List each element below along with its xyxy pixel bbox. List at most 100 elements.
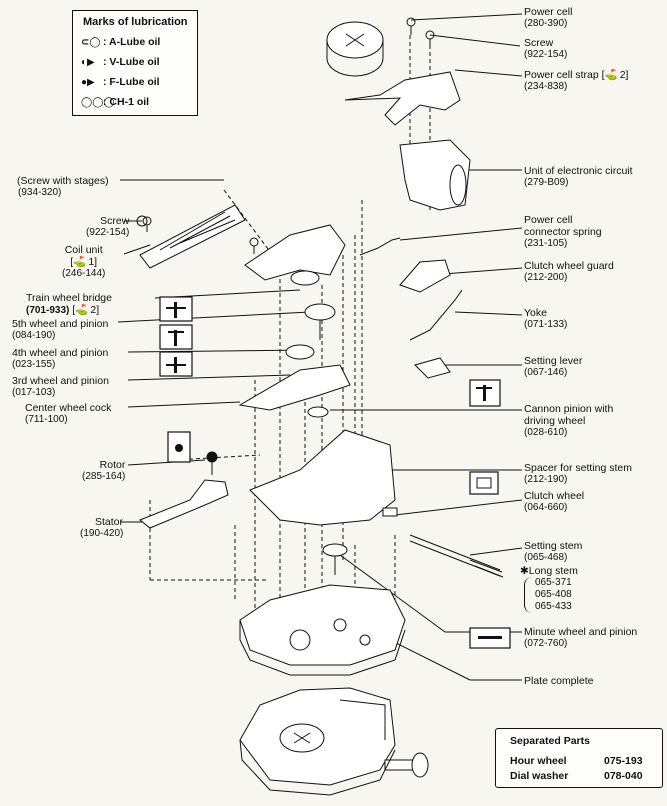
part-label-train-wheel-bridge: Train wheel bridge (701-933) [⛳ 2] xyxy=(26,292,112,317)
part-name: 4th wheel and pinion xyxy=(12,347,109,359)
part-label-yoke: Yoke (071-133) xyxy=(524,307,567,331)
part-name: Setting lever xyxy=(524,355,583,367)
part-label-cannon-pinion: Cannon pinion with driving wheel (028-61… xyxy=(524,403,613,439)
separated-row-name: Dial washer xyxy=(510,770,569,782)
legend-row-ch1: ◯◯◯: CH-1 oil xyxy=(81,96,149,108)
part-label-screw-with-stages: (Screw with stages) (934-320) xyxy=(4,175,109,199)
legend-title: Marks of lubrication xyxy=(83,16,188,28)
part-name: Spacer for setting stem xyxy=(524,462,632,474)
part-code: (028-610) xyxy=(524,427,568,438)
clutch-wheel-drawing xyxy=(382,507,398,517)
third-wheel-drawing xyxy=(285,344,315,360)
legend-label: : F-Lube oil xyxy=(103,76,160,88)
yoke-drawing xyxy=(409,289,463,341)
part-label-rotor: Rotor (285-164) xyxy=(82,459,125,483)
part-code: 065-408 xyxy=(535,589,572,600)
part-name: 5th wheel and pinion xyxy=(12,318,109,330)
part-label-center-wheel-cock: Center wheel cock (711-100) xyxy=(25,402,111,426)
part-name: Clutch wheel xyxy=(524,490,585,502)
part-label-clutch-wheel-guard: Clutch wheel guard (212-200) xyxy=(524,260,614,284)
rotor-drawing xyxy=(206,451,218,475)
part-label-minute-wheel: Minute wheel and pinion (072-760) xyxy=(524,626,637,650)
legend-label: : CH-1 oil xyxy=(103,96,150,108)
part-code: (231-105) xyxy=(524,238,568,249)
a-lube-icon: ⊂◯ xyxy=(81,37,101,48)
legend-label: : V-Lube oil xyxy=(103,56,160,68)
minute-wheel-drawing xyxy=(322,543,348,575)
part-code: (190-420) xyxy=(80,528,124,539)
part-label-electronic-circuit: Unit of electronic circuit (279-B09) xyxy=(524,165,633,189)
part-code: (212-200) xyxy=(524,272,568,283)
separated-parts-title: Separated Parts xyxy=(510,735,590,747)
part-label-screw-left: Screw (922-154) xyxy=(86,215,129,239)
lubrication-legend: Marks of lubrication ⊂◯: A-Lube oil ◐▶ : … xyxy=(72,10,198,116)
part-code: (934-320) xyxy=(18,187,62,198)
left-screws xyxy=(142,216,259,254)
part-label-clutch-wheel: Clutch wheel (064-660) xyxy=(524,490,584,514)
center-wheel-cock-drawing xyxy=(238,364,351,411)
part-name: Train wheel bridge xyxy=(26,292,112,304)
part-code: (064-660) xyxy=(524,502,568,513)
part-note: [⛳ 2] xyxy=(72,304,100,316)
assembled-movement-drawing xyxy=(239,687,429,796)
part-label-screw-right: Screw (922-154) xyxy=(524,37,567,61)
part-name: (Screw with stages) xyxy=(17,175,109,187)
legend-label: : A-Lube oil xyxy=(103,36,161,48)
part-label-stator: Stator (190-420) xyxy=(80,516,123,540)
part-name: Setting stem xyxy=(524,540,583,552)
part-name: Yoke xyxy=(524,307,547,319)
train-wheel-bridge-drawing xyxy=(244,224,346,281)
part-name: Power cell strap [⛳ 2] xyxy=(524,69,629,81)
part-name-line2: driving wheel xyxy=(524,415,586,427)
part-code: (280-390) xyxy=(524,18,568,29)
separated-row-name: Hour wheel xyxy=(510,755,567,767)
part-label-setting-lever: Setting lever (067-146) xyxy=(524,355,582,379)
leader-lines xyxy=(117,13,523,681)
separated-row-code: 078-040 xyxy=(604,770,643,782)
part-code: (065-468) xyxy=(524,552,568,563)
tool-icon-glyphs xyxy=(166,302,502,639)
part-code: (023-155) xyxy=(12,359,56,370)
part-code: (084-190) xyxy=(12,330,56,341)
part-name: Screw xyxy=(100,215,130,227)
power-cell-strap-drawing xyxy=(344,71,461,126)
fifth-wheel-drawing xyxy=(290,270,320,286)
part-code: (017-103) xyxy=(12,387,56,398)
legend-row-f-lube: ●▶ : F-Lube oil xyxy=(81,76,160,88)
ch1-oil-icon: ◯◯◯ xyxy=(81,97,115,108)
part-label-setting-stem: Setting stem (065-468) xyxy=(524,540,582,564)
plate-complete-drawing xyxy=(239,584,406,676)
power-cell-drawing xyxy=(326,21,384,77)
v-lube-icon: ◐▶ xyxy=(81,57,95,68)
spacer-drawing xyxy=(249,429,396,526)
fourth-wheel-drawing xyxy=(304,303,336,340)
part-name: Minute wheel and pinion xyxy=(524,626,638,638)
separated-row-code: 075-193 xyxy=(604,755,643,767)
part-code: (711-100) xyxy=(25,414,68,425)
separated-parts-box: Separated Parts Hour wheel 075-193 Dial … xyxy=(495,728,663,788)
part-code: (285-164) xyxy=(82,471,126,482)
circuit-unit-drawing xyxy=(399,139,471,211)
part-name: Coil unit xyxy=(64,244,103,256)
f-lube-icon: ●▶ xyxy=(81,77,95,88)
top-screws xyxy=(406,17,435,48)
part-code: (067-146) xyxy=(524,367,568,378)
part-label-power-cell: Power cell (280-390) xyxy=(524,6,572,30)
part-label-long-stem: ✱Long stem 065-371 065-408 065-433 xyxy=(520,565,578,613)
part-label-3rd-wheel: 3rd wheel and pinion (017-103) xyxy=(12,375,109,399)
part-name: Rotor xyxy=(99,459,126,471)
part-code: (212-190) xyxy=(524,474,568,485)
legend-row-a-lube: ⊂◯: A-Lube oil xyxy=(81,36,160,48)
part-label-5th-wheel: 5th wheel and pinion (084-190) xyxy=(12,318,108,342)
part-code: (246-144) xyxy=(62,268,106,279)
part-note: [⛳ 1] xyxy=(70,256,98,268)
part-code: (922-154) xyxy=(524,49,568,60)
stator-drawing xyxy=(139,479,229,529)
part-code: (071-133) xyxy=(524,319,568,330)
cannon-pinion-drawing xyxy=(307,406,329,418)
clutch-wheel-guard-drawing xyxy=(399,259,451,293)
part-code: 065-371 xyxy=(535,577,572,588)
part-name: Center wheel cock xyxy=(25,402,112,414)
